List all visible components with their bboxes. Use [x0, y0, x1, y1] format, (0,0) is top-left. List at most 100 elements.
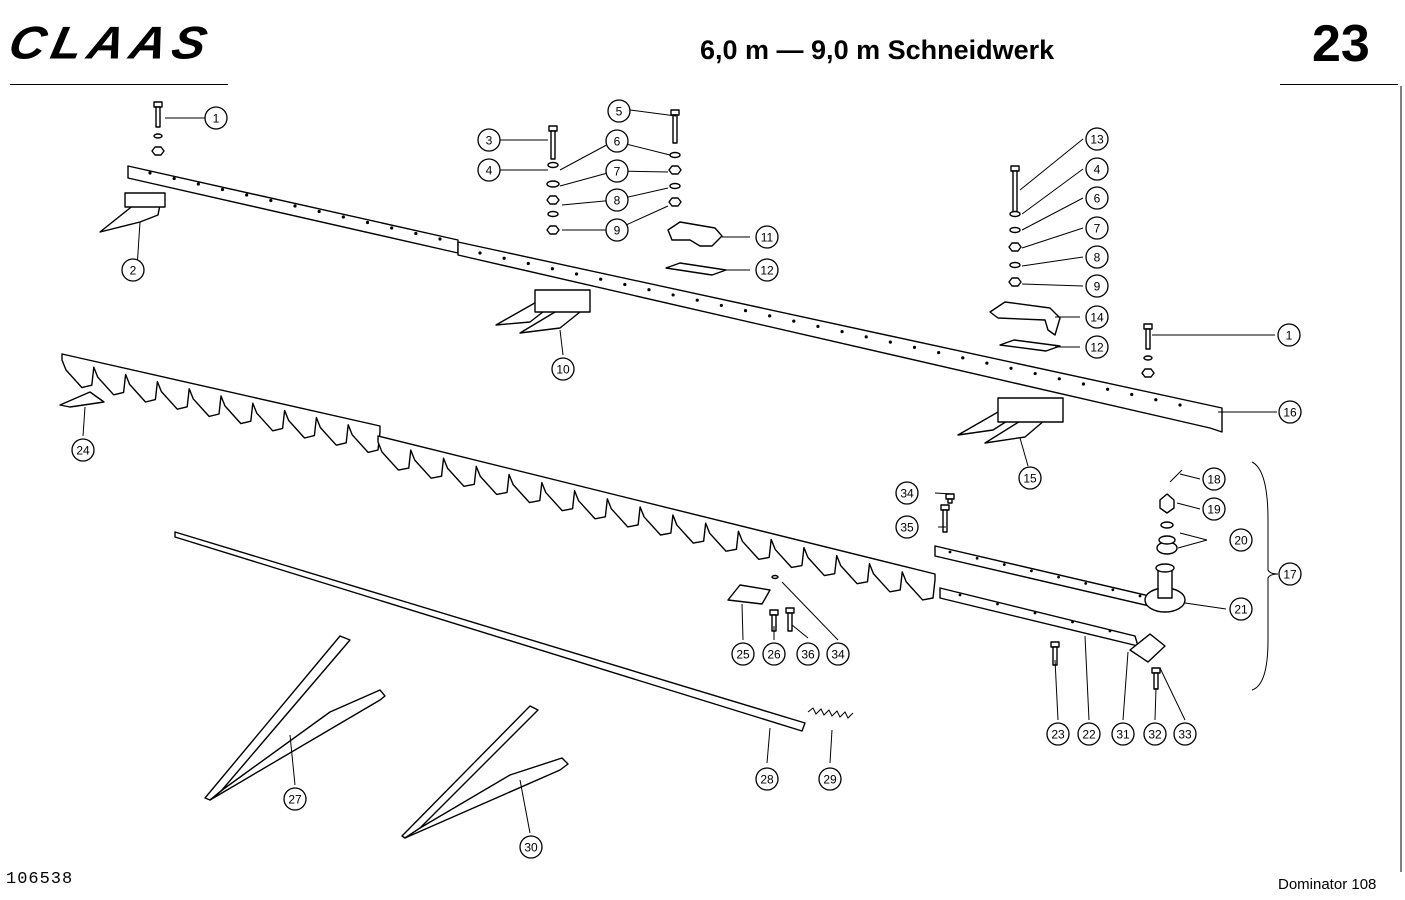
svg-text:6: 6: [614, 135, 621, 149]
callout-32: 32: [1143, 722, 1167, 746]
group-bracket-17: [1251, 461, 1279, 691]
spring: [807, 707, 854, 719]
svg-text:27: 27: [288, 793, 302, 807]
leader-lines: [82, 109, 1277, 834]
page-number: 23: [1312, 15, 1370, 73]
svg-text:1: 1: [213, 112, 220, 126]
svg-text:22: 22: [1082, 728, 1096, 742]
callout-33: 33: [1173, 722, 1197, 746]
svg-text:6: 6: [1094, 192, 1101, 206]
svg-text:14: 14: [1090, 311, 1104, 325]
callout-9: 9: [1085, 274, 1109, 298]
svg-text:3: 3: [486, 134, 493, 148]
callout-15: 15: [1018, 466, 1042, 490]
callout-12: 12: [755, 258, 779, 282]
knife-clip-11: [667, 221, 723, 247]
page-title: 6,0 m — 9,0 m Schneidwerk: [700, 35, 1055, 65]
svg-text:17: 17: [1283, 568, 1297, 582]
svg-text:7: 7: [614, 165, 621, 179]
callout-34: 34: [895, 481, 919, 505]
svg-text:20: 20: [1234, 534, 1248, 548]
svg-text:2: 2: [130, 264, 137, 278]
callout-1: 1: [1277, 323, 1301, 347]
svg-text:26: 26: [767, 648, 781, 662]
callout-12: 12: [1085, 335, 1109, 359]
svg-text:1: 1: [1286, 329, 1293, 343]
wear-plate-12b: [999, 339, 1061, 352]
svg-text:36: 36: [801, 648, 815, 662]
callout-5: 5: [607, 99, 631, 123]
callout-25: 25: [731, 642, 755, 666]
knife-rod: [174, 531, 806, 732]
guard-15: [957, 397, 1064, 444]
callout-4: 4: [1085, 157, 1109, 181]
callout-29: 29: [818, 767, 842, 791]
knife-section-25: [727, 584, 771, 605]
svg-text:33: 33: [1178, 728, 1192, 742]
callout-23: 23: [1046, 722, 1070, 746]
svg-text:24: 24: [76, 444, 90, 458]
callout-13: 13: [1085, 127, 1109, 151]
callout-20: 20: [1229, 528, 1253, 552]
svg-text:11: 11: [761, 231, 774, 245]
document-number: 106538: [6, 870, 74, 889]
callout-26: 26: [762, 642, 786, 666]
callout-8: 8: [605, 188, 629, 212]
svg-text:13: 13: [1090, 133, 1104, 147]
fasteners: [151, 101, 1161, 690]
wear-plate-12: [665, 262, 727, 276]
callout-14: 14: [1085, 305, 1109, 329]
svg-text:34: 34: [831, 648, 845, 662]
svg-text:25: 25: [736, 648, 750, 662]
callout-27: 27: [283, 787, 307, 811]
callout-3: 3: [477, 128, 501, 152]
callout-8: 8: [1085, 245, 1109, 269]
callout-10: 10: [551, 357, 575, 381]
svg-text:35: 35: [900, 521, 914, 535]
svg-text:18: 18: [1207, 473, 1221, 487]
svg-text:31: 31: [1116, 728, 1130, 742]
svg-text:16: 16: [1283, 406, 1297, 420]
svg-text:7: 7: [1094, 222, 1101, 236]
callout-4: 4: [477, 158, 501, 182]
callout-7: 7: [605, 159, 629, 183]
callout-22: 22: [1077, 722, 1101, 746]
crop-divider-30: [401, 705, 569, 839]
knife-head-assembly: [1129, 469, 1186, 663]
svg-text:12: 12: [1090, 341, 1104, 355]
header-rule-right: [1280, 84, 1398, 85]
guard-10: [495, 289, 591, 334]
callout-9: 9: [605, 218, 629, 242]
callout-6: 6: [605, 129, 629, 153]
callout-6: 6: [1085, 186, 1109, 210]
svg-text:9: 9: [1094, 280, 1101, 294]
callout-24: 24: [71, 438, 95, 462]
svg-text:15: 15: [1023, 472, 1037, 486]
callout-17: 17: [1278, 562, 1302, 586]
guard-2: [99, 192, 166, 233]
callout-18: 18: [1202, 467, 1226, 491]
svg-text:10: 10: [556, 363, 570, 377]
crop-divider-27: [204, 635, 386, 801]
callout-31: 31: [1111, 722, 1135, 746]
callout-1: 1: [204, 106, 228, 130]
finger-bar: [127, 165, 1223, 433]
header-rule-left: [10, 84, 228, 85]
svg-text:19: 19: [1207, 503, 1221, 517]
svg-text:30: 30: [524, 841, 538, 855]
knife-bar: [61, 353, 1139, 647]
svg-text:29: 29: [823, 773, 837, 787]
svg-text:34: 34: [900, 487, 914, 501]
callout-19: 19: [1202, 497, 1226, 521]
callout-34: 34: [826, 642, 850, 666]
callout-7: 7: [1085, 216, 1109, 240]
callout-2: 2: [121, 258, 145, 282]
model-name: Dominator 108: [1278, 876, 1377, 893]
callout-35: 35: [895, 515, 919, 539]
svg-text:32: 32: [1148, 728, 1162, 742]
callout-36: 36: [796, 642, 820, 666]
knife-section-24: [59, 391, 105, 408]
svg-text:4: 4: [486, 164, 493, 178]
